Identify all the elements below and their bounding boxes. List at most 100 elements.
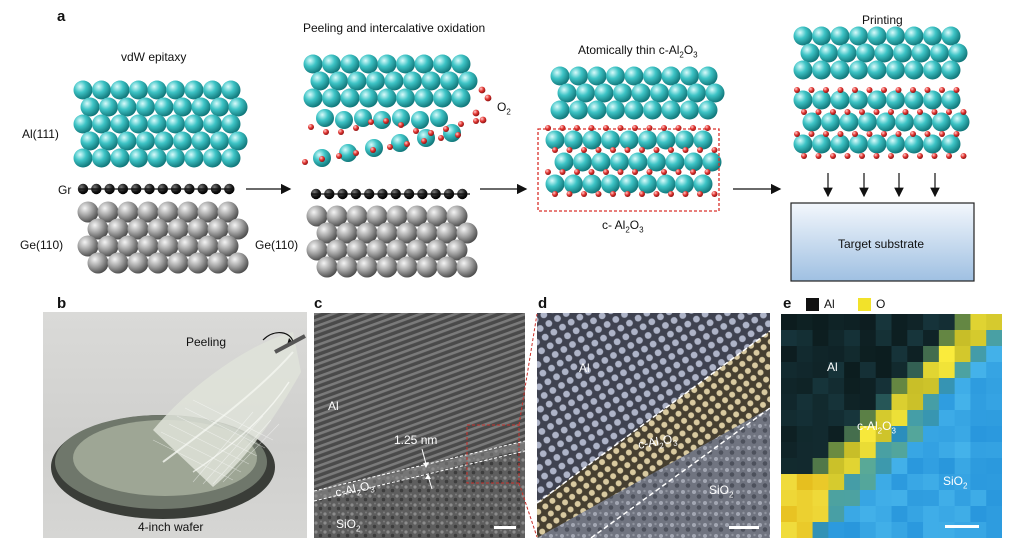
eds-pixel xyxy=(844,506,861,523)
oxygen-atom xyxy=(308,124,314,130)
eds-pixel xyxy=(828,506,845,523)
eds-pixel xyxy=(812,410,829,427)
oxygen-atom xyxy=(704,169,711,175)
ge-atom xyxy=(376,256,398,278)
eds-pixel xyxy=(844,458,861,475)
ge-atom xyxy=(316,222,338,244)
al-atom xyxy=(129,114,148,134)
al-atom xyxy=(837,43,857,63)
ge-atom xyxy=(97,235,119,257)
ge-atom xyxy=(456,256,478,278)
oxygen-atom xyxy=(370,147,376,153)
oxygen-atom xyxy=(421,138,427,144)
eds-pixel xyxy=(891,490,908,507)
al-atom xyxy=(932,112,951,132)
eds-pixel xyxy=(923,490,940,507)
al-atom xyxy=(184,80,204,100)
eds-pixel xyxy=(938,458,956,475)
al-atom xyxy=(675,130,694,150)
eds-map: Al c-Al2O3 SiO2 xyxy=(781,314,1002,538)
al-atom xyxy=(904,134,924,154)
al-atom xyxy=(941,90,961,110)
al-atom xyxy=(802,112,822,132)
eds-pixel xyxy=(828,346,845,363)
oxygen-atom xyxy=(595,147,602,153)
oxygen-atom xyxy=(939,131,945,137)
eds-pixel xyxy=(875,426,892,443)
al-atom xyxy=(606,100,625,120)
oxygen-atom xyxy=(428,130,434,136)
al-atom xyxy=(661,100,681,120)
eds-pixel xyxy=(938,474,956,491)
panel-c-letter: c xyxy=(314,295,323,312)
tem-c-al-label: Al xyxy=(328,399,339,413)
eds-pixel xyxy=(954,506,971,523)
oxygen-atom xyxy=(473,118,479,124)
oxygen-atom xyxy=(852,87,858,93)
ge-atom xyxy=(316,256,338,278)
eds-pixel xyxy=(859,490,877,507)
al-atom xyxy=(228,131,248,151)
eds-pixel xyxy=(923,346,940,363)
ge-atom xyxy=(87,218,109,240)
oxygen-atom xyxy=(711,147,718,153)
al-atom xyxy=(80,131,100,151)
al-atom xyxy=(184,148,204,168)
al-atom xyxy=(661,66,681,86)
al-atom xyxy=(451,88,471,108)
oxygen-atom xyxy=(387,144,393,150)
al-atom xyxy=(340,88,360,108)
oxygen-atom xyxy=(336,153,342,159)
ge-atom xyxy=(107,252,129,274)
al-atom xyxy=(643,66,662,86)
oxygen-atom xyxy=(924,87,931,93)
al-atom xyxy=(110,148,130,168)
step2-substrate-label: Ge(110) xyxy=(255,238,299,252)
ge-atom xyxy=(416,222,438,244)
al-atom xyxy=(359,88,378,108)
eds-pixel xyxy=(859,506,877,523)
al-atom xyxy=(316,109,334,127)
eds-pixel xyxy=(844,378,861,395)
al-atom xyxy=(550,100,570,120)
eds-pixel xyxy=(986,426,1002,443)
eds-pixel xyxy=(970,490,987,507)
eds-pixel xyxy=(970,474,987,491)
eds-pixel xyxy=(812,314,829,331)
al-atom xyxy=(923,60,942,80)
al-atom xyxy=(886,26,905,46)
al-atom xyxy=(421,71,441,91)
eds-pixel xyxy=(923,522,940,538)
wafer-illustration xyxy=(51,332,306,519)
oxygen-atom xyxy=(808,87,815,93)
ge-atom xyxy=(356,256,378,278)
eds-pixel xyxy=(875,410,892,427)
eds-pixel xyxy=(875,346,892,363)
oxygen-atom xyxy=(588,169,595,175)
oxygen-atom xyxy=(478,86,486,94)
al-atom xyxy=(451,54,471,74)
ge-atom xyxy=(396,222,418,244)
al-atom xyxy=(203,114,222,134)
ge-atom xyxy=(356,222,378,244)
eds-pixel xyxy=(891,426,908,443)
ge-atom xyxy=(396,256,418,278)
oxygen-atom xyxy=(697,191,703,197)
oxygen-atom xyxy=(624,191,631,197)
oxygen-atom xyxy=(859,109,865,115)
al-atom xyxy=(573,152,592,172)
al-atom xyxy=(628,152,648,172)
ge-atom xyxy=(446,239,468,261)
al-atom xyxy=(684,152,703,172)
eds-pixel xyxy=(844,522,861,538)
step3-title: Atomically thin c-Al2O3 xyxy=(578,43,698,60)
eds-pixel xyxy=(891,346,908,363)
oxygen-atom xyxy=(895,87,902,93)
oxygen-atom xyxy=(924,131,931,137)
al-atom xyxy=(812,134,831,154)
oxygen-atom xyxy=(910,131,916,137)
eds-pixel xyxy=(844,410,861,427)
al-atom xyxy=(366,71,385,91)
al-atom xyxy=(564,130,583,150)
eds-pixel xyxy=(970,426,987,443)
